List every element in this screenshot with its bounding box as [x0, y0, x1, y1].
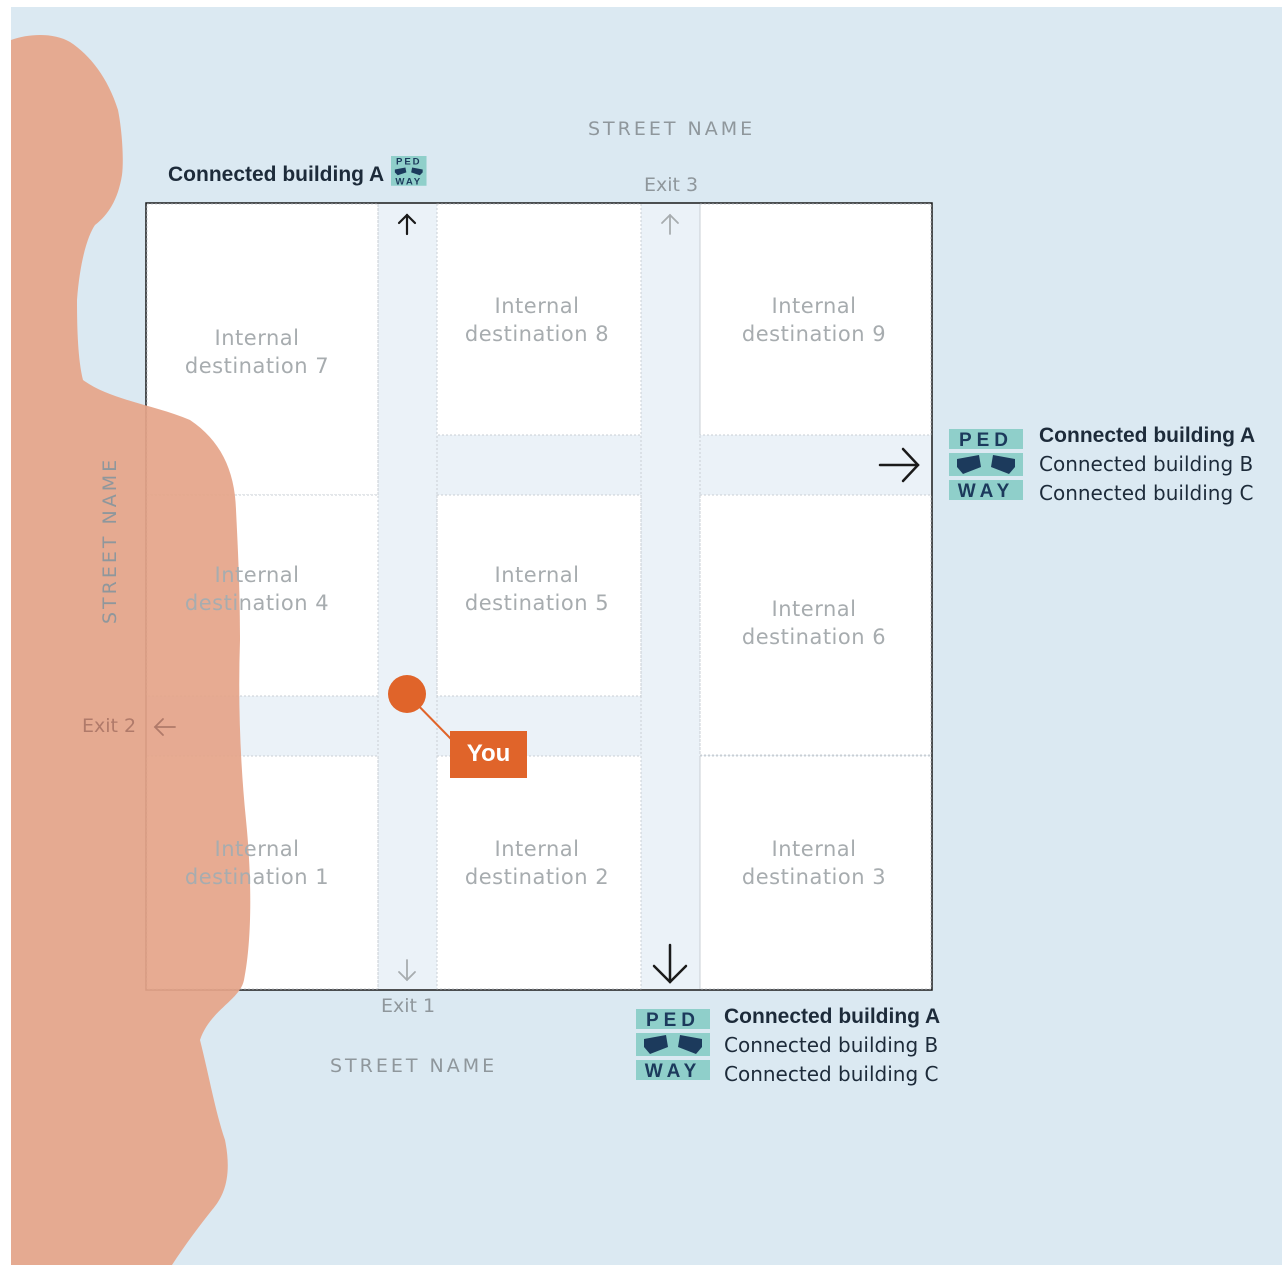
arrow-up-exit-3 — [661, 213, 679, 235]
street-name-top: STREET NAME — [588, 118, 756, 140]
person-silhouette — [11, 34, 251, 1265]
svg-text:PED: PED — [396, 157, 422, 168]
arrow-right-pedway — [878, 447, 920, 483]
street-name-left: STREET NAME — [99, 456, 121, 624]
street-name-bottom: STREET NAME — [330, 1055, 498, 1077]
connection-bottom-item-2[interactable]: Connected building B — [724, 1033, 939, 1057]
block-5[interactable] — [436, 494, 642, 697]
arrow-down-exit-1 — [398, 959, 416, 982]
block-9[interactable] — [699, 203, 932, 436]
svg-text:WAY: WAY — [645, 1061, 702, 1082]
arrow-left-exit-2 — [153, 718, 176, 736]
connection-list-right: Connected building A Connected building … — [1039, 421, 1255, 508]
exit-2-label[interactable]: Exit 2 — [82, 715, 137, 737]
pedway-logo-right: PED WAY — [949, 429, 1023, 502]
exit-3-label[interactable]: Exit 3 — [644, 174, 699, 196]
block-6[interactable] — [699, 494, 932, 756]
block-2[interactable] — [436, 755, 642, 990]
arrow-down-pedway — [652, 943, 688, 984]
exit-1-label[interactable]: Exit 1 — [381, 995, 436, 1017]
connection-bottom-item-1[interactable]: Connected building A — [724, 1005, 941, 1028]
you-marker-dot — [388, 675, 426, 713]
svg-text:WAY: WAY — [395, 176, 422, 187]
svg-text:PED: PED — [646, 1010, 700, 1031]
svg-text:PED: PED — [959, 430, 1013, 451]
block-3[interactable] — [699, 755, 932, 990]
connection-list-bottom: Connected building A Connected building … — [724, 1002, 940, 1089]
destination-blocks — [146, 203, 932, 990]
corridor-edges — [377, 204, 701, 989]
connection-bottom-item-3[interactable]: Connected building C — [724, 1062, 939, 1086]
connection-right-item-3[interactable]: Connected building C — [1039, 481, 1254, 505]
svg-text:WAY: WAY — [958, 481, 1015, 502]
pedway-logo-bottom: PED WAY — [636, 1009, 710, 1082]
connection-top-title: Connected building A — [168, 163, 385, 186]
you-marker-tag: You — [450, 731, 527, 778]
pedway-logo-small: PED WAY — [391, 156, 427, 187]
connection-right-item-2[interactable]: Connected building B — [1039, 452, 1254, 476]
connection-right-item-1[interactable]: Connected building A — [1039, 424, 1256, 447]
block-8[interactable] — [436, 203, 642, 436]
arrow-up-exit-left-corridor — [397, 213, 417, 236]
